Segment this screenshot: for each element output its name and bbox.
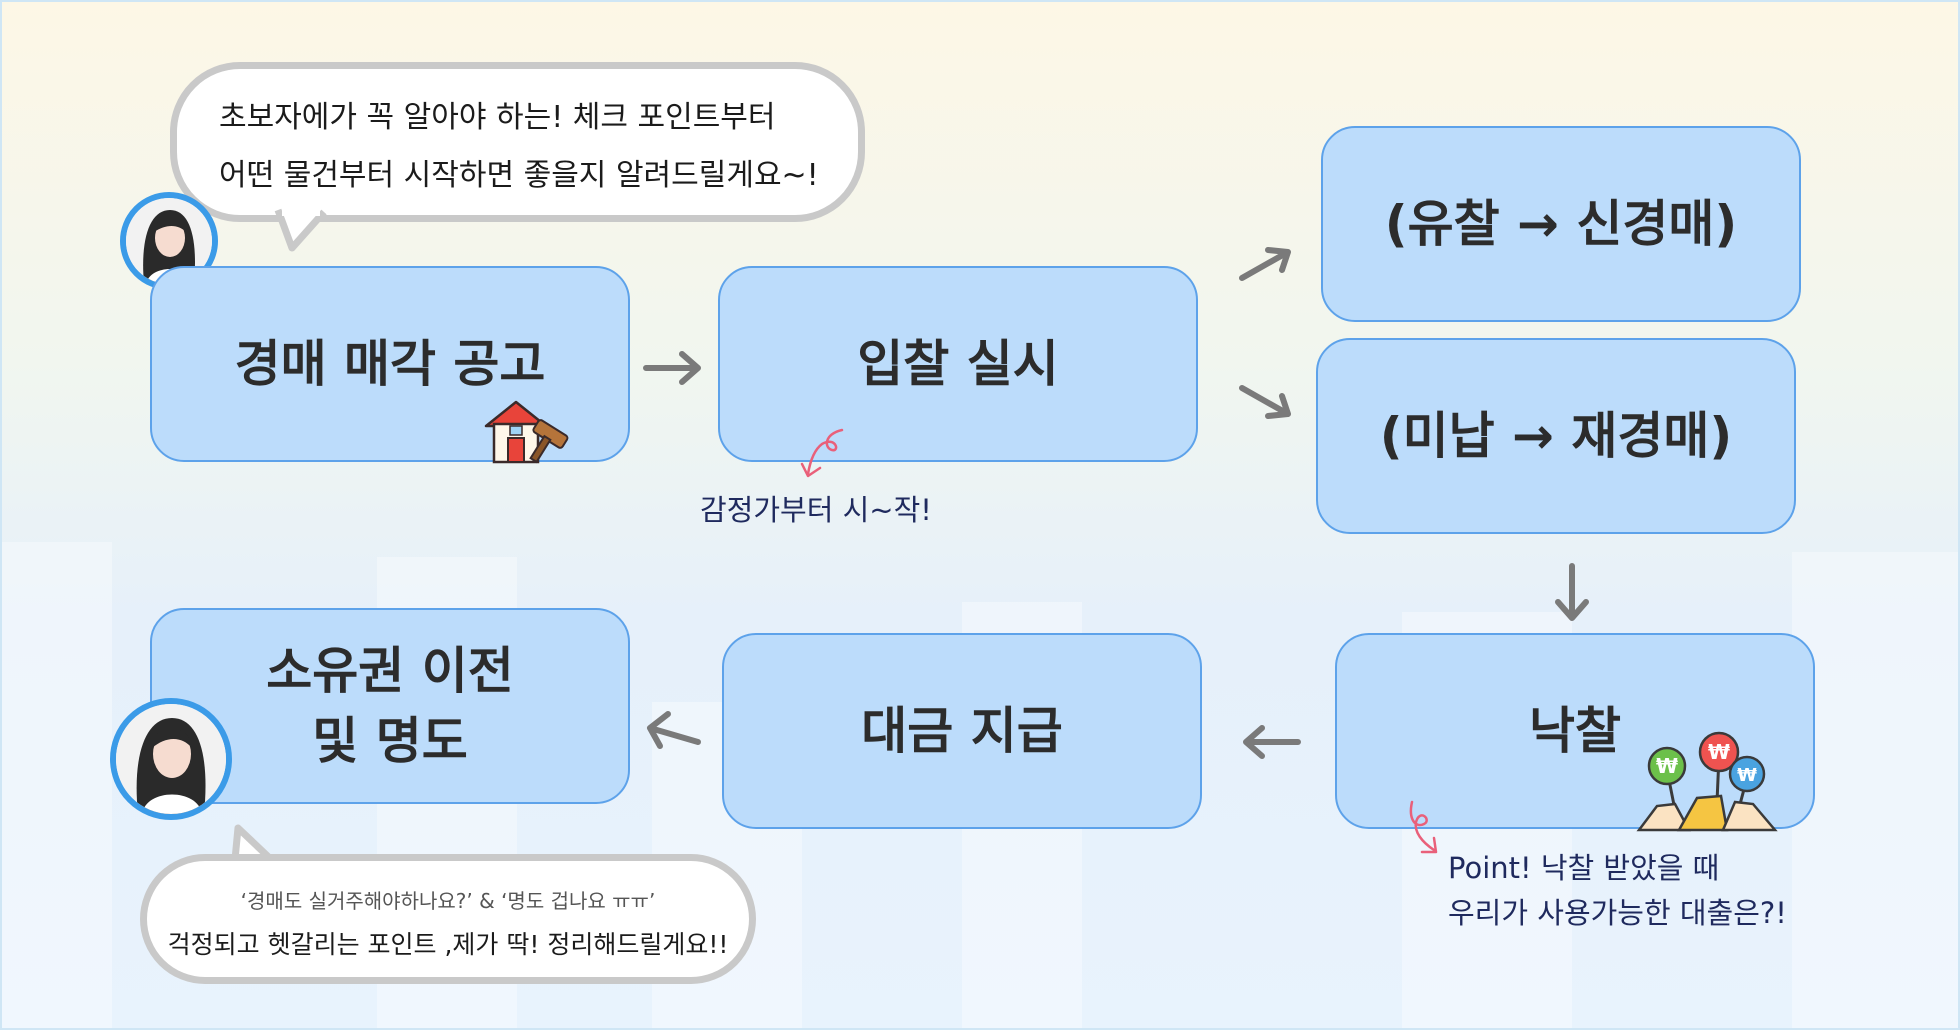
bubble-top-line2: 어떤 물건부터 시작하면 좋을지 알려드릴게요~! (219, 158, 819, 193)
note-appraisal: 감정가부터 시~작! (700, 493, 932, 527)
arrow-notice-to-bidding (643, 351, 701, 385)
speech-bubble-bottom: ‘경매도 실거주해야하나요?’ & ‘명도 겁나요 ㅠㅠ’ 걱정되고 헷갈리는 … (140, 854, 756, 984)
step-ownership-transfer-label: 소유권 이전 및 명도 (266, 642, 514, 770)
arrow-bidding-to-nonpayment (1239, 385, 1291, 419)
step-bidding: 입찰 실시 (718, 266, 1198, 462)
bubble-bottom-line2: 걱정되고 헷갈리는 포인트 ,제가 딱! 정리해드릴게요!! (167, 930, 729, 959)
step-auction-notice-label: 경매 매각 공고 (234, 335, 546, 393)
step-bidding-label: 입찰 실시 (857, 335, 1059, 393)
note-loan-point: Point! 낙찰 받았을 때 우리가 사용가능한 대출은?! (1448, 851, 1787, 930)
arrow-payment-to-ownership (647, 711, 701, 749)
pink-arrow-appraisal (800, 428, 844, 478)
won-balloons-icon: ₩ ₩ ₩ (1636, 731, 1778, 832)
step-failed-bid: (유찰 → 신경매) (1321, 126, 1801, 322)
speech-bubble-top-tail (274, 208, 327, 252)
pink-arrow-point (1409, 800, 1438, 854)
arrow-to-winning-bid (1555, 563, 1589, 621)
bubble-top-line1: 초보자에가 꼭 알아야 하는! 체크 포인트부터 (219, 100, 776, 135)
won-symbol-blue: ₩ (1737, 765, 1757, 786)
step-payment-label: 대금 지급 (861, 702, 1063, 760)
step-nonpayment-label: (미납 → 재경매) (1379, 407, 1733, 465)
won-symbol-red: ₩ (1708, 740, 1730, 764)
house-gavel-icon (484, 400, 569, 464)
person-icon (116, 704, 226, 814)
speech-bubble-top: 초보자에가 꼭 알아야 하는! 체크 포인트부터 어떤 물건부터 시작하면 좋을… (170, 62, 865, 222)
won-symbol-green: ₩ (1656, 754, 1678, 778)
step-payment: 대금 지급 (722, 633, 1202, 829)
step-nonpayment: (미납 → 재경매) (1316, 338, 1796, 534)
background-building (1792, 552, 1958, 1028)
arrow-winning-to-payment (1243, 725, 1301, 759)
step-winning-bid-label: 낙찰 (1529, 702, 1621, 760)
arrow-bidding-to-failed-bid (1239, 247, 1291, 281)
background-building (2, 542, 112, 1028)
avatar-bottom (110, 698, 232, 820)
step-failed-bid-label: (유찰 → 신경매) (1384, 195, 1738, 253)
bubble-bottom-line1: ‘경매도 실거주해야하나요?’ & ‘명도 겁나요 ㅠㅠ’ (240, 889, 656, 913)
step-winning-bid: 낙찰 (1335, 633, 1815, 829)
